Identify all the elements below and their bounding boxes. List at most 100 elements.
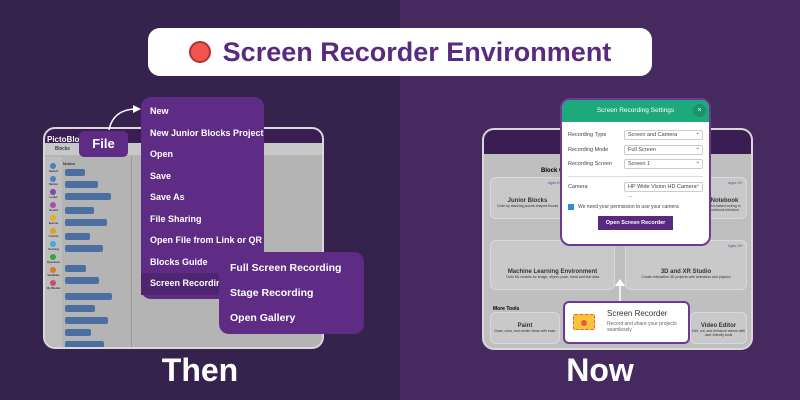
code-block[interactable]	[65, 245, 103, 252]
permission-text: We need your permission to use your came…	[578, 204, 679, 210]
category-dot[interactable]	[50, 267, 56, 273]
menu-item[interactable]: New Junior Blocks Project	[150, 127, 264, 138]
app-logo: PictoBlox	[47, 135, 84, 144]
setting-select[interactable]: Screen 1	[624, 158, 703, 170]
category-label[interactable]: My Blocks	[46, 286, 61, 290]
code-block[interactable]	[65, 169, 85, 176]
menu-item[interactable]: Open File from Link or QR	[150, 235, 263, 245]
menu-item[interactable]: File Sharing	[150, 213, 202, 224]
setting-label: Camera	[568, 183, 588, 190]
tile-desc: Record and share your projects seamlessl…	[607, 321, 677, 333]
card-desc: Code by stacking puzzle-shaped blocks	[496, 204, 559, 208]
setting-row: Camera HP Wide Vision HD Camera ...	[562, 180, 709, 199]
code-block[interactable]	[65, 305, 95, 312]
card-desc: Draw, color, and create ideas with ease	[494, 329, 556, 333]
submenu-item[interactable]: Stage Recording	[230, 287, 314, 299]
screen-recorder-tile[interactable]: Screen Recorder Record and share your pr…	[563, 301, 690, 344]
setting-row: Recording Type Screen and Camera	[562, 128, 709, 143]
title-banner: Screen Recorder Environment	[148, 28, 652, 76]
section-heading: More Tools	[493, 306, 520, 312]
category-dot[interactable]	[50, 163, 56, 169]
arrow-icon	[108, 105, 141, 131]
dialog-title: Screen Recording Settings	[562, 100, 709, 122]
section-heading: Block Co	[541, 168, 568, 174]
close-icon[interactable]: ×	[693, 104, 706, 117]
record-dot-icon	[188, 41, 211, 63]
code-block[interactable]	[65, 277, 99, 284]
category-label[interactable]: Operators	[46, 260, 61, 264]
category-dot[interactable]	[50, 228, 56, 234]
code-block[interactable]	[65, 219, 107, 226]
category-label[interactable]: Motion	[48, 182, 58, 186]
then-caption: Then	[161, 352, 239, 388]
submenu-item[interactable]: Open Gallery	[230, 312, 296, 324]
category-label[interactable]: Sound	[49, 208, 58, 212]
card-desc: Create interactive 3D projects with anim…	[641, 275, 731, 279]
menu-item[interactable]: Blocks Guide	[150, 256, 208, 267]
menu-item[interactable]: Save As	[150, 192, 185, 202]
code-block[interactable]	[65, 265, 86, 272]
code-block[interactable]	[65, 317, 108, 324]
code-block[interactable]	[65, 207, 94, 214]
category-dot[interactable]	[50, 280, 56, 286]
card-desc: Train ML models for image, object, pose,…	[505, 275, 600, 279]
card-title: Machine Learning Environment	[507, 269, 598, 275]
menu-item[interactable]: New	[150, 106, 169, 116]
setting-select[interactable]: HP Wide Vision HD Camera ...	[624, 181, 703, 199]
card-title: Paint	[517, 323, 533, 329]
code-block[interactable]	[65, 293, 112, 300]
recording-settings-dialog: Screen Recording Settings × Recording Ty…	[560, 98, 711, 246]
category-label[interactable]: Search	[48, 169, 59, 173]
category-dot[interactable]	[50, 215, 56, 221]
setting-label: Recording Mode	[568, 146, 609, 153]
setting-row: Recording Screen Screen 1	[562, 157, 709, 172]
file-menu-button[interactable]: File	[79, 131, 128, 157]
code-block[interactable]	[65, 341, 104, 347]
code-block[interactable]	[65, 233, 90, 240]
age-badge: Ages 10+	[728, 244, 743, 248]
category-label[interactable]: Events	[48, 221, 59, 225]
category-label[interactable]: Looks	[49, 195, 58, 199]
now-caption: Now	[566, 352, 634, 388]
submenu-item[interactable]: Full Screen Recording	[230, 262, 342, 274]
category-dot[interactable]	[50, 176, 56, 182]
card-desc: Edit, cut, and enhance videos with user-…	[691, 329, 746, 337]
setting-label: Recording Screen	[568, 161, 613, 168]
code-block[interactable]	[65, 193, 111, 200]
card-desc: Text-based coding in notebook interface	[708, 204, 741, 212]
arrow-up-icon	[615, 279, 625, 302]
card-title: 3D and XR Studio	[660, 269, 712, 275]
category-label[interactable]: Sensing	[48, 247, 59, 251]
code-block[interactable]	[65, 329, 91, 336]
screen-recorder-icon	[573, 314, 595, 330]
palette-heading: Motion	[63, 161, 76, 166]
checkbox[interactable]	[568, 204, 574, 210]
page-title: Screen Recorder Environment	[222, 36, 612, 67]
setting-select[interactable]: Screen and Camera	[624, 129, 703, 141]
open-screen-recorder-button[interactable]: Open Screen Recorder	[598, 216, 673, 230]
age-badge: Ages 10+	[728, 181, 743, 185]
menu-item[interactable]: Save	[150, 170, 172, 181]
category-label[interactable]: Control	[48, 234, 59, 238]
code-block[interactable]	[65, 181, 98, 188]
category-dot[interactable]	[50, 189, 56, 195]
setting-label: Recording Type	[568, 132, 607, 139]
menu-item[interactable]: Open	[150, 149, 174, 159]
category-dot[interactable]	[50, 254, 56, 260]
age-badge: Ages 6+	[548, 181, 561, 185]
card-title: Video Editor	[700, 323, 737, 329]
card-title: Junior Blocks	[507, 198, 548, 204]
setting-row: Recording Mode Full Screen	[562, 143, 709, 158]
category-dot[interactable]	[50, 241, 56, 247]
setting-select[interactable]: Full Screen	[624, 144, 703, 155]
category-dot[interactable]	[50, 202, 56, 208]
divider	[568, 175, 703, 177]
tile-title: Screen Recorder	[607, 309, 668, 318]
category-label[interactable]: Variables	[47, 273, 60, 277]
